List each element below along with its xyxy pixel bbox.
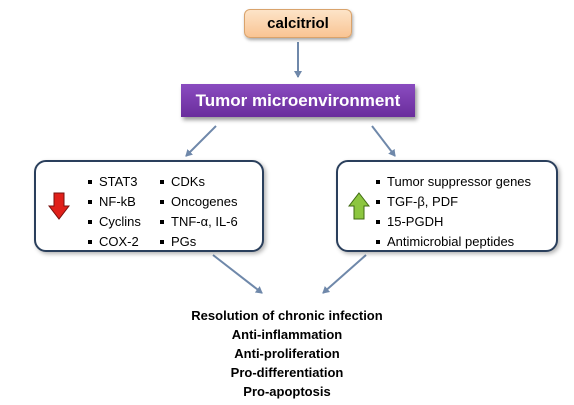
bullet-icon — [160, 179, 164, 184]
list-item-label: Tumor suppressor genes — [387, 174, 532, 189]
bullet-icon — [160, 199, 164, 204]
list-item-label: CDKs — [171, 174, 205, 189]
list-item: Cyclins — [88, 212, 141, 232]
upregulated-panel: Tumor suppressor genes TGF-β, PDF 15-PGD… — [336, 160, 558, 252]
outcome-item: Resolution of chronic infection — [191, 308, 383, 323]
green-up-arrow-icon — [348, 192, 370, 220]
outcome-item: Pro-apoptosis — [243, 384, 331, 399]
list-item: Tumor suppressor genes — [376, 172, 531, 192]
bullet-icon — [376, 219, 380, 224]
list-item: Oncogenes — [160, 192, 238, 212]
bullet-icon — [88, 199, 92, 204]
bullet-icon — [88, 179, 92, 184]
arrow-tme-to-right-panel — [371, 125, 396, 157]
bullet-icon — [376, 199, 380, 204]
upregulated-list: Tumor suppressor genes TGF-β, PDF 15-PGD… — [376, 172, 531, 252]
list-item: 15-PGDH — [376, 212, 531, 232]
outcome-item: Anti-inflammation — [231, 327, 343, 342]
calcitriol-label: calcitriol — [267, 15, 329, 32]
arrow-tme-to-left-panel — [185, 125, 217, 157]
bullet-icon — [160, 219, 164, 224]
list-item: CDKs — [160, 172, 238, 192]
downregulated-list-column-2: CDKs Oncogenes TNF-α, IL-6 PGs — [160, 172, 238, 252]
arrow-right-panel-to-outcomes — [322, 254, 367, 294]
bullet-icon — [88, 219, 92, 224]
bullet-icon — [376, 179, 380, 184]
list-item-label: Antimicrobial peptides — [387, 234, 515, 249]
bullet-icon — [88, 239, 92, 244]
calcitriol-node: calcitriol — [244, 9, 352, 38]
tumor-microenvironment-node: Tumor microenvironment — [181, 84, 415, 117]
list-item: Antimicrobial peptides — [376, 232, 531, 252]
outcome-item: Anti-proliferation — [234, 346, 340, 361]
list-item: PGs — [160, 232, 238, 252]
list-item-label: NF-kB — [99, 194, 136, 209]
list-item: TNF-α, IL-6 — [160, 212, 238, 232]
downregulated-panel: STAT3 NF-kB Cyclins COX-2 CDKs Oncogenes… — [34, 160, 264, 252]
bullet-icon — [160, 239, 164, 244]
list-item: NF-kB — [88, 192, 141, 212]
list-item: STAT3 — [88, 172, 141, 192]
tumor-microenvironment-label: Tumor microenvironment — [195, 90, 401, 110]
list-item-label: COX-2 — [99, 234, 139, 249]
bullet-icon — [376, 239, 380, 244]
list-item-label: Cyclins — [99, 214, 141, 229]
list-item-label: TGF-β, PDF — [387, 194, 459, 209]
list-item-label: PGs — [171, 234, 197, 249]
downregulated-list-column-1: STAT3 NF-kB Cyclins COX-2 — [88, 172, 141, 252]
outcomes-list: Resolution of chronic infection Anti-inf… — [0, 306, 574, 401]
list-item: COX-2 — [88, 232, 141, 252]
red-down-arrow-icon — [48, 192, 70, 220]
list-item: TGF-β, PDF — [376, 192, 531, 212]
arrow-left-panel-to-outcomes — [212, 254, 263, 294]
outcome-item: Pro-differentiation — [230, 365, 344, 380]
list-item-label: STAT3 — [99, 174, 138, 189]
list-item-label: TNF-α, IL-6 — [171, 214, 238, 229]
list-item-label: Oncogenes — [171, 194, 238, 209]
list-item-label: 15-PGDH — [387, 214, 444, 229]
